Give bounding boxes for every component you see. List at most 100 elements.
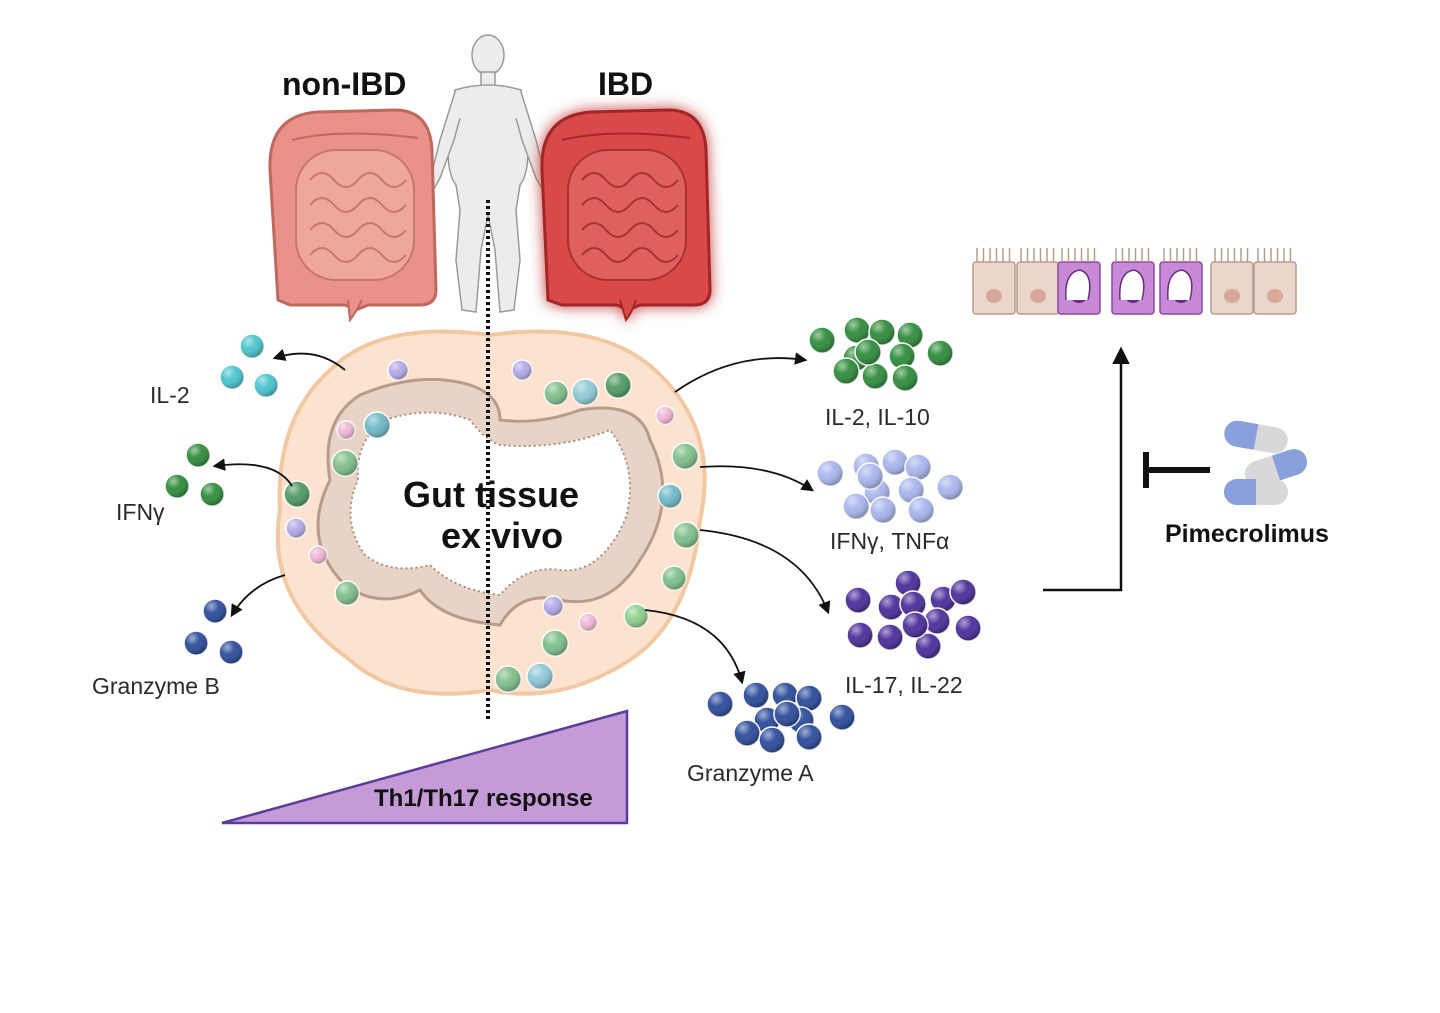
ifng-tnfa-cytokine-4 bbox=[936, 473, 964, 501]
tissue-cell-3 bbox=[671, 442, 699, 470]
gut-tissue-title: Gut tissue bbox=[403, 474, 580, 515]
arrow-gzma bbox=[644, 609, 746, 685]
arrow-il2-il10 bbox=[674, 352, 808, 393]
gzma-cytokine-1 bbox=[742, 681, 770, 709]
il17-il22-cytokine-10 bbox=[914, 632, 942, 660]
il17-il22-cytokine-6 bbox=[923, 607, 951, 635]
gzmb-cytokine-1 bbox=[183, 630, 209, 656]
response-gradient-triangle bbox=[221, 709, 629, 825]
drug-label: Pimecrolimus bbox=[1165, 520, 1329, 548]
cytokine-label-il2: IL-2 bbox=[150, 382, 190, 408]
tissue-cell-22 bbox=[578, 612, 598, 632]
il2-il10-cytokine-4 bbox=[926, 339, 954, 367]
ifng-tnfa-cytokine-8 bbox=[869, 496, 897, 524]
gzmb-cytokine-0 bbox=[202, 598, 228, 624]
il2-il10-cytokine-9 bbox=[891, 364, 919, 392]
arrow-il17-il22 bbox=[699, 529, 831, 615]
tissue-cell-9 bbox=[526, 662, 554, 690]
tissue-cell-11 bbox=[334, 580, 360, 606]
il17-il22-cytokine-2 bbox=[949, 578, 977, 606]
healthy-colon bbox=[268, 108, 438, 323]
ifng-cytokine-2 bbox=[199, 481, 225, 507]
cytokine-label-ifng: IFNγ bbox=[116, 499, 165, 525]
tissue-cell-21 bbox=[655, 405, 675, 425]
cytokine-label-il2-il10: IL-2, IL-10 bbox=[825, 404, 930, 430]
il17-il22-cytokine-11 bbox=[901, 611, 929, 639]
il2-il10-cytokine-3 bbox=[896, 321, 924, 349]
goblet-cell bbox=[1159, 248, 1203, 315]
il2-il10-cytokine-10 bbox=[854, 338, 882, 366]
pathway-connector bbox=[1043, 346, 1210, 592]
tissue-cell-8 bbox=[541, 629, 569, 657]
ifng-tnfa-cytokine-6 bbox=[897, 476, 925, 504]
tissue-immune-cells bbox=[283, 359, 700, 693]
non-ibd-label: non-IBD bbox=[282, 66, 407, 102]
response-label: Th1/Th17 response bbox=[374, 785, 593, 812]
il2-il10-cytokine-8 bbox=[861, 362, 889, 390]
cytokine-label-il17-il22: IL-17, IL-22 bbox=[845, 672, 963, 698]
ifng-cytokine-1 bbox=[164, 473, 190, 499]
gzma-cytokine-0 bbox=[706, 690, 734, 718]
arrow-ifng bbox=[212, 458, 293, 487]
epithelial-barrier bbox=[972, 248, 1297, 315]
ifng-tnfa-cytokine-3 bbox=[904, 453, 932, 481]
enterocyte-cell bbox=[1210, 248, 1254, 315]
arrow-ifng-tnfa bbox=[699, 465, 815, 492]
il17-il22-cytokine-3 bbox=[844, 586, 872, 614]
enterocyte-cell bbox=[972, 248, 1016, 315]
ifng-tnfa-cytokine-2 bbox=[881, 448, 909, 476]
tissue-cell-0 bbox=[543, 380, 569, 406]
il2-il10-cytokine-1 bbox=[843, 316, 871, 344]
il2-il10-cytokine-0 bbox=[808, 326, 836, 354]
cytokine-label-gzma: Granzyme A bbox=[687, 760, 814, 786]
ifng-cytokine-0 bbox=[185, 442, 211, 468]
cytokine-label-gzmb: Granzyme B bbox=[92, 673, 220, 699]
tissue-cell-14 bbox=[283, 480, 311, 508]
tissue-cell-19 bbox=[336, 420, 356, 440]
ibd-label: IBD bbox=[598, 66, 654, 102]
tissue-cell-20 bbox=[308, 545, 328, 565]
tissue-cell-4 bbox=[657, 483, 683, 509]
cytokine-clusters bbox=[164, 316, 982, 754]
il2-cytokine-0 bbox=[239, 333, 265, 359]
tissue-cell-18 bbox=[542, 595, 564, 617]
inflamed-colon bbox=[540, 108, 712, 323]
arrow-gzmb bbox=[230, 574, 286, 618]
ifng-tnfa-cytokine-0 bbox=[816, 459, 844, 487]
ifng-tnfa-cytokine-9 bbox=[907, 496, 935, 524]
tissue-cell-13 bbox=[331, 449, 359, 477]
il2-il10-cytokine-2 bbox=[868, 318, 896, 346]
il17-il22-cytokine-8 bbox=[846, 621, 874, 649]
gzma-cytokine-9 bbox=[795, 723, 823, 751]
tissue-cell-5 bbox=[672, 521, 700, 549]
cytokine-arrows bbox=[212, 348, 831, 685]
il2-cytokine-2 bbox=[253, 372, 279, 398]
gzma-cytokine-10 bbox=[773, 700, 801, 728]
il17-il22-cytokine-7 bbox=[954, 614, 982, 642]
tissue-cell-10 bbox=[494, 665, 522, 693]
il2-il10-cytokine-7 bbox=[832, 357, 860, 385]
gzma-cytokine-7 bbox=[733, 719, 761, 747]
tissue-cell-12 bbox=[363, 411, 391, 439]
il17-il22-cytokine-9 bbox=[876, 623, 904, 651]
tissue-cell-2 bbox=[604, 371, 632, 399]
enterocyte-cell bbox=[1253, 248, 1297, 315]
goblet-cell bbox=[1111, 248, 1155, 315]
il17-il22-cytokine-4 bbox=[877, 593, 905, 621]
tissue-cell-1 bbox=[571, 378, 599, 406]
gzma-cytokine-4 bbox=[828, 703, 856, 731]
pill-capsules-icon bbox=[1224, 420, 1308, 505]
enterocyte-cell bbox=[1016, 248, 1060, 315]
gzma-cytokine-8 bbox=[758, 726, 786, 754]
human-figure bbox=[422, 34, 554, 313]
tissue-cell-7 bbox=[623, 603, 649, 629]
tissue-cell-17 bbox=[285, 517, 307, 539]
ex-vivo-title: ex vivo bbox=[441, 515, 564, 556]
ifng-tnfa-cytokine-7 bbox=[842, 492, 870, 520]
tissue-cell-15 bbox=[387, 359, 409, 381]
tissue-cell-16 bbox=[511, 359, 533, 381]
arrow-il2 bbox=[272, 348, 346, 371]
tissue-cell-6 bbox=[661, 565, 687, 591]
